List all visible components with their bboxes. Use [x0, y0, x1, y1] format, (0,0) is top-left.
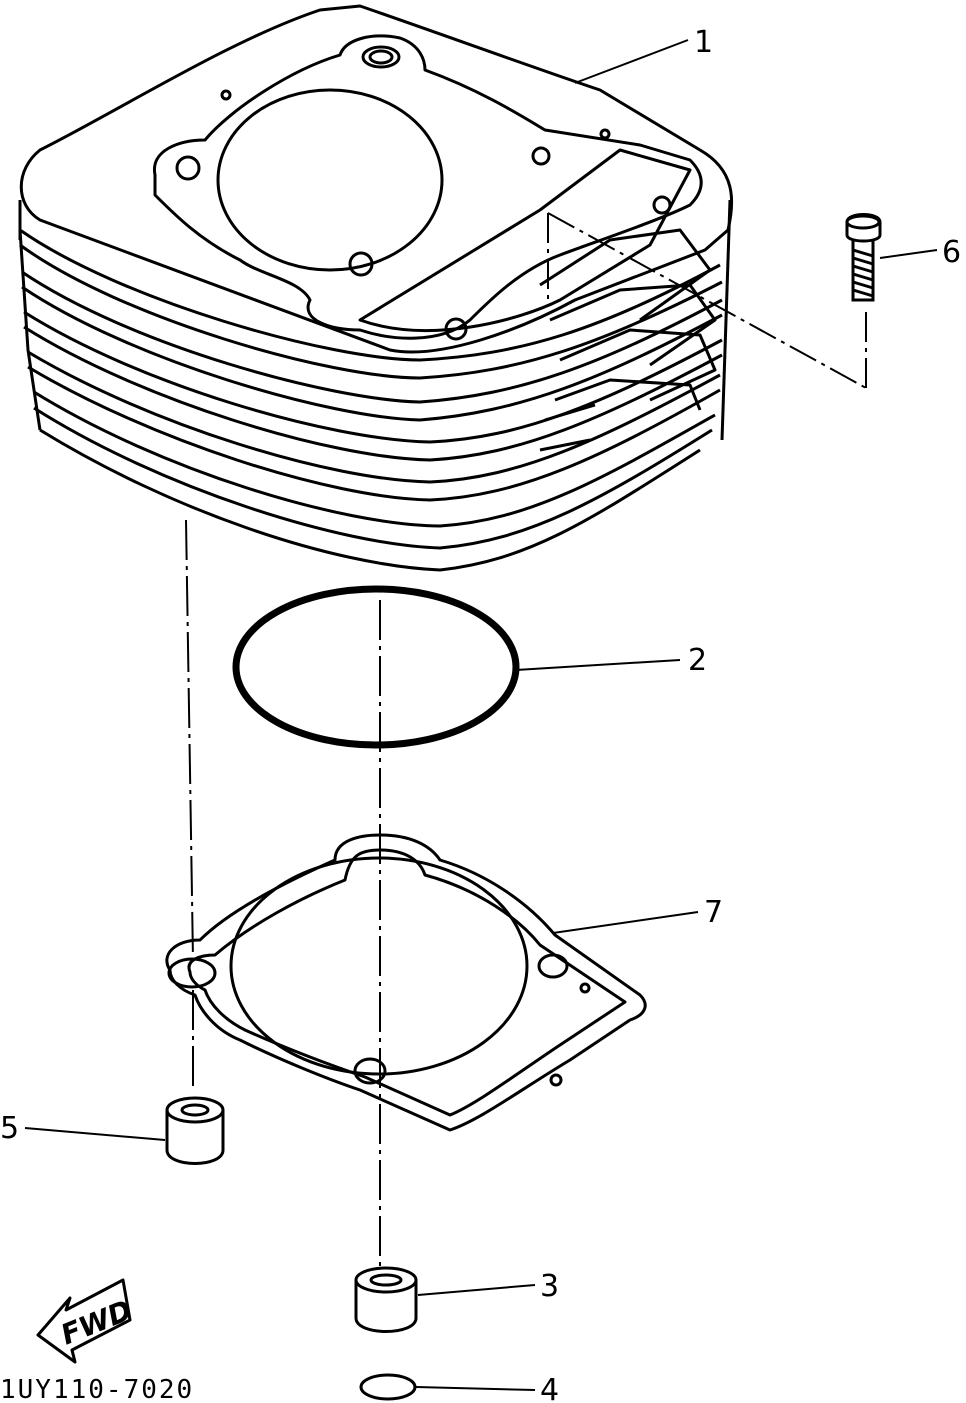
- diagram-code: 1UY110-7020: [0, 1375, 194, 1403]
- bolt-assembly-line: [547, 212, 867, 389]
- callout-1: 1: [694, 25, 713, 60]
- fwd-arrow-icon: FWD: [36, 1278, 137, 1364]
- cylinder-part: [18, 4, 734, 572]
- callout-6: 6: [942, 235, 961, 270]
- o-ring-part: [232, 585, 520, 749]
- bolt-part: [845, 213, 882, 302]
- leader-2: [515, 659, 681, 671]
- callout-5: 5: [0, 1111, 19, 1146]
- dowel-pin-bottom-part: [354, 1266, 418, 1333]
- base-gasket-part: [165, 833, 647, 1132]
- dowel-pin-left-part: [165, 1096, 225, 1165]
- leader-lines: [24, 39, 938, 1391]
- leader-5: [24, 1127, 166, 1141]
- leader-3: [417, 1284, 536, 1296]
- callout-7: 7: [704, 895, 723, 930]
- callout-4: 4: [540, 1373, 559, 1403]
- leader-7: [552, 911, 699, 934]
- leader-6: [879, 249, 938, 259]
- small-o-ring-part: [359, 1373, 417, 1401]
- callout-3: 3: [540, 1269, 559, 1304]
- alignment-lines: [185, 519, 381, 1270]
- callout-2: 2: [688, 643, 707, 678]
- leader-1: [574, 39, 689, 84]
- leader-4: [415, 1386, 536, 1391]
